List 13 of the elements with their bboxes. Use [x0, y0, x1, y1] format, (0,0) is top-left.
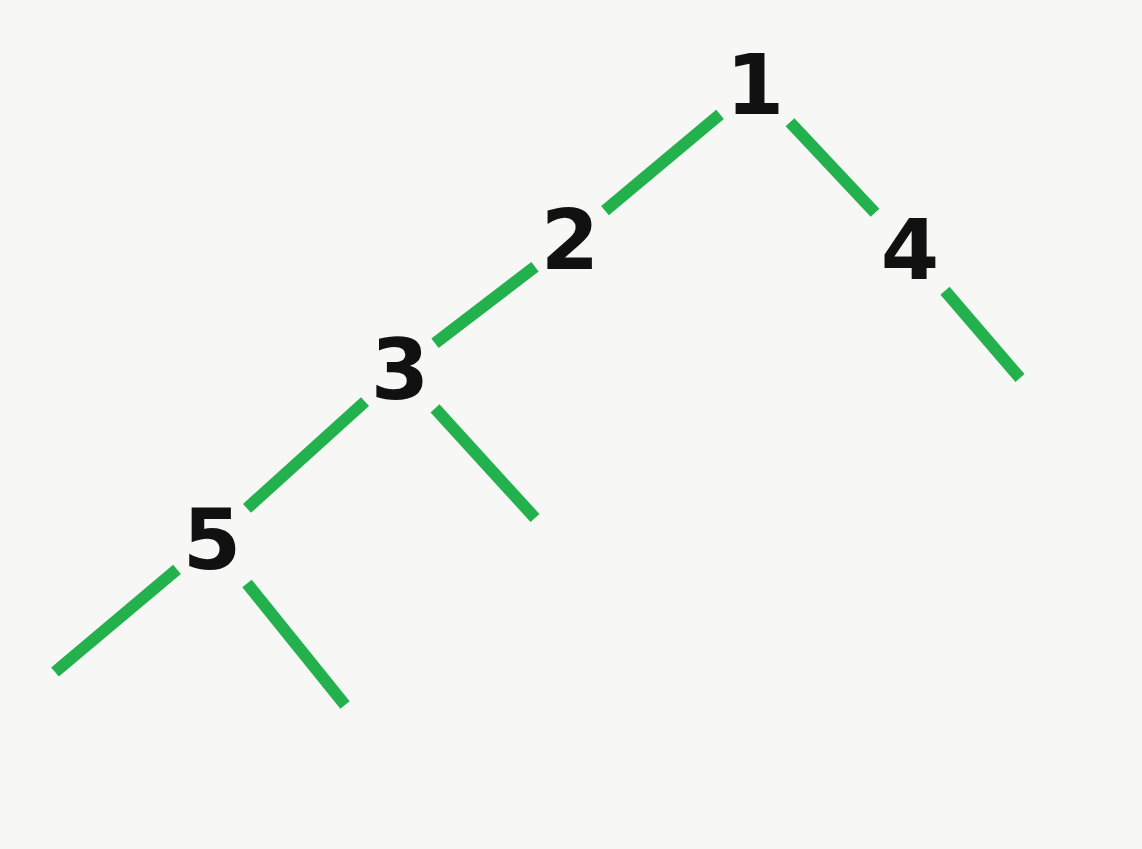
node-number: 1	[720, 40, 790, 130]
connector-line	[601, 109, 724, 216]
node-number: 4	[875, 205, 945, 295]
node-number: 2	[535, 195, 605, 285]
connector-line	[430, 404, 540, 523]
node-number: 5	[177, 495, 247, 585]
connector-line	[243, 397, 369, 513]
connector-line	[242, 579, 350, 709]
connector-line	[785, 118, 880, 217]
node-number: 3	[365, 325, 435, 415]
connector-line	[940, 286, 1025, 382]
connector-line	[51, 564, 181, 677]
connector-line	[431, 262, 539, 348]
